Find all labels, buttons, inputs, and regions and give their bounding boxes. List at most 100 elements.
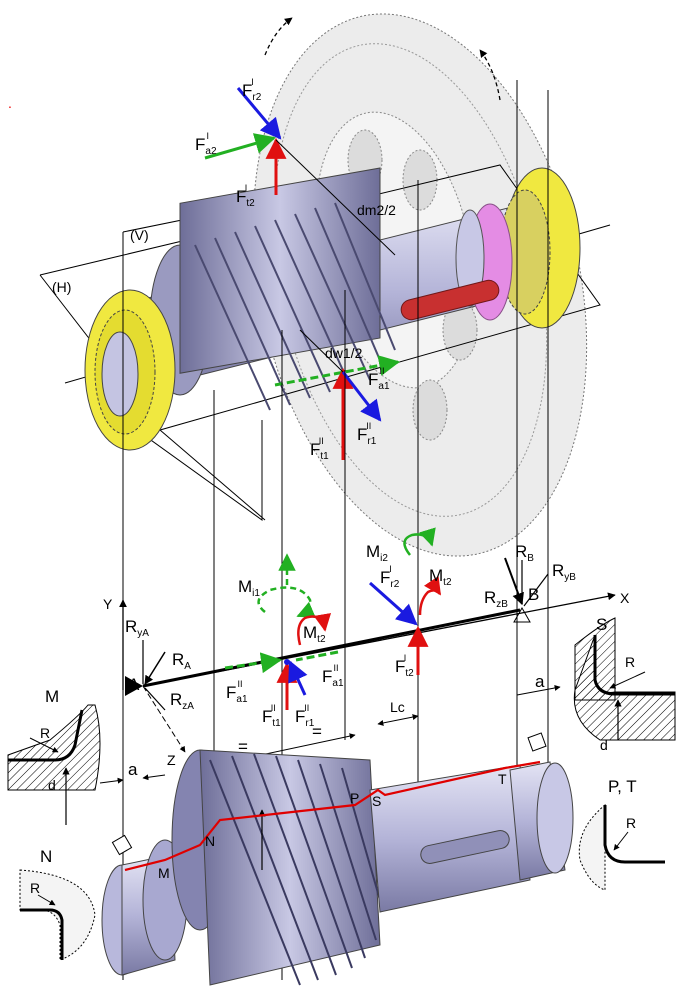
ra-label: RA xyxy=(172,650,191,672)
fa1-low-left-label: Fa1II xyxy=(226,679,248,705)
mi1-label: Mi1 xyxy=(238,577,260,599)
point-b-label: B xyxy=(528,585,539,604)
detail-n-label: N xyxy=(40,847,52,866)
mt2-right-label: Mt2 xyxy=(429,566,452,588)
fr2-top-label: Fr2I xyxy=(242,77,262,103)
rzb-force xyxy=(523,573,549,607)
r-s-label: R xyxy=(625,654,635,670)
a-right-label: a xyxy=(535,672,545,691)
detail-m-label: M xyxy=(45,687,59,706)
dim-a-left xyxy=(99,777,124,784)
moment-mi1-arrow xyxy=(257,586,316,618)
y-axis-label: Y xyxy=(103,596,113,612)
ryb-label: RyB xyxy=(552,561,576,583)
force-fr1-mid xyxy=(341,371,382,422)
pt-t-label: T xyxy=(498,771,507,787)
red-profile-line xyxy=(124,760,541,872)
fr1-low xyxy=(288,660,308,696)
rb-force xyxy=(504,557,524,606)
d-m-label: d xyxy=(48,777,56,793)
r-n-label: R xyxy=(30,880,40,896)
fa1-low-right xyxy=(295,650,339,662)
ft1-mid-label: Ft1II xyxy=(310,436,329,462)
moment-mt2-left-arrow xyxy=(297,613,332,646)
support-b xyxy=(513,606,531,623)
bearing-symbol-b xyxy=(527,732,547,752)
eq1-label: = xyxy=(238,737,248,756)
dim-a-left-2 xyxy=(142,774,166,781)
beam-thick xyxy=(142,608,521,688)
detail-pt: P, T R xyxy=(578,777,665,891)
wheel-hole-4 xyxy=(412,379,448,441)
detail-s: S R d xyxy=(573,615,676,753)
plane-h-label: (H) xyxy=(52,279,71,295)
pinion-load-point xyxy=(284,659,290,665)
fa2-top-label: Fa2I xyxy=(195,131,217,157)
dim-a-right xyxy=(516,685,561,696)
ft2-low-label: Ft2I xyxy=(395,653,414,679)
shaft-mid-segment xyxy=(369,764,531,913)
rya-label: RyA xyxy=(125,617,149,639)
ra-force xyxy=(144,651,166,685)
force-fr2-top xyxy=(236,87,282,140)
keyway-slot xyxy=(420,830,510,864)
mt2-left-label: Mt2 xyxy=(303,623,326,645)
mi2-label: Mi2 xyxy=(366,542,388,564)
plane-v-label: (V) xyxy=(130,227,149,243)
shaft-key xyxy=(400,279,500,321)
fa1-low-right-label: Fa1II xyxy=(322,663,344,689)
eq2-label: = xyxy=(312,722,322,741)
rotation-arrow-right xyxy=(479,49,501,101)
ft2-top-label: Ft2I xyxy=(236,183,255,209)
pt-p-label: P xyxy=(350,790,359,806)
d-s-label: d xyxy=(600,737,608,753)
fr1-mid-label: Fr1II xyxy=(357,421,377,447)
moment-mt2-right-arrow xyxy=(418,576,442,616)
detail-n: N R xyxy=(19,847,96,961)
dm2-label: dm2/2 xyxy=(357,202,396,218)
r-m-label: R xyxy=(40,725,50,741)
shaft-end-right xyxy=(455,209,485,307)
dm2-radius-line xyxy=(275,139,396,256)
rzb-label: RzB xyxy=(484,588,508,610)
dim-lc-line xyxy=(377,714,419,726)
a-left-label: a xyxy=(128,760,138,779)
detail-s-label: S xyxy=(596,615,607,634)
bearing-symbol-a xyxy=(111,834,133,856)
wheel-hole-2 xyxy=(402,149,438,211)
r-pt-label: R xyxy=(626,815,636,831)
dw1-label: dw1/2 xyxy=(325,345,363,361)
fr2-low xyxy=(369,581,418,626)
rza-label: RzA xyxy=(170,690,194,712)
moment-mi2-arrow xyxy=(403,527,436,556)
force-fa2-top xyxy=(204,133,277,160)
ft1-low-label: Ft1II xyxy=(262,703,281,729)
pt-s-label: S xyxy=(372,793,381,809)
fa1-mid-label: Fa1II xyxy=(368,366,390,392)
lower-gear xyxy=(171,749,381,986)
x-axis-label: X xyxy=(620,590,630,606)
dw1-radius-line xyxy=(299,329,344,373)
plane-h-bottom xyxy=(159,429,266,521)
detail-m: M R d xyxy=(7,687,101,825)
support-a xyxy=(125,676,143,696)
lc-label: Lc xyxy=(390,699,405,715)
fa1-low-left xyxy=(224,652,283,674)
detail-pt-label: P, T xyxy=(608,777,637,796)
z-axis xyxy=(142,685,186,753)
loading-scheme: Y X Z A RyA RA RzA B RB RyB RzB Mi1 Mt2 … xyxy=(99,527,630,784)
rotation-arrow-left xyxy=(264,17,293,56)
z-axis-label: Z xyxy=(167,752,176,768)
shaft-right-end xyxy=(536,762,574,874)
stray-mark: . xyxy=(8,95,12,111)
fr1-low-label: Fr1II xyxy=(295,703,315,729)
pt-m-label: M xyxy=(158,865,170,881)
fr2-low-label: Fr2I xyxy=(380,564,400,590)
lower-shaft: M N P S T xyxy=(101,732,574,986)
upper-assembly: (V) (H) dm2/2 dw1/2 Fr2I Fa2I Ft2I Fa1II… xyxy=(39,13,611,980)
rb-label: RB xyxy=(515,542,534,564)
pt-n-label: N xyxy=(205,833,215,849)
rza-force xyxy=(144,687,166,711)
